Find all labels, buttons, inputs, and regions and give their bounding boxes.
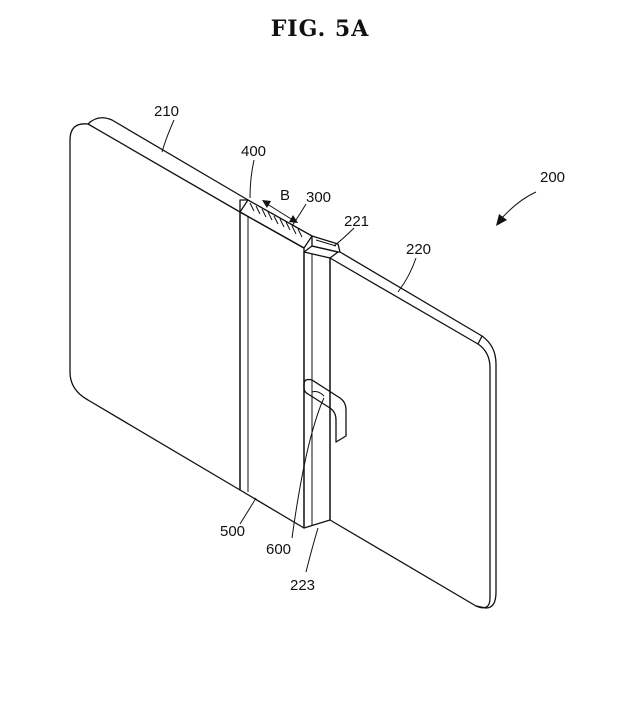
- leader-600: [291, 397, 325, 539]
- leader-221: [333, 227, 355, 247]
- label-200: 200: [540, 169, 565, 186]
- label-b: B: [280, 187, 290, 204]
- leader-220: [397, 257, 417, 293]
- label-500: 500: [220, 523, 245, 540]
- label-210: 210: [154, 103, 179, 120]
- label-220: 220: [406, 241, 431, 258]
- label-300: 300: [306, 189, 331, 206]
- leader-300: [291, 203, 307, 227]
- fold-panel: [239, 211, 305, 529]
- leader-223: [305, 527, 319, 573]
- device-arrow: [496, 191, 537, 226]
- right-housing: [329, 251, 497, 609]
- hinge-slot: [311, 235, 341, 253]
- leader-500: [239, 497, 257, 525]
- figure-title: FIG. 5A: [270, 16, 370, 42]
- label-221: 221: [344, 213, 369, 230]
- left-housing: [69, 117, 249, 491]
- hinge-cover: [303, 245, 339, 529]
- label-400: 400: [241, 143, 266, 160]
- label-600: 600: [266, 541, 291, 558]
- connector-tab: [303, 378, 347, 443]
- leader-210: [161, 119, 175, 153]
- hinge-teeth: [239, 199, 313, 249]
- label-223: 223: [290, 577, 315, 594]
- leader-400: [249, 159, 255, 199]
